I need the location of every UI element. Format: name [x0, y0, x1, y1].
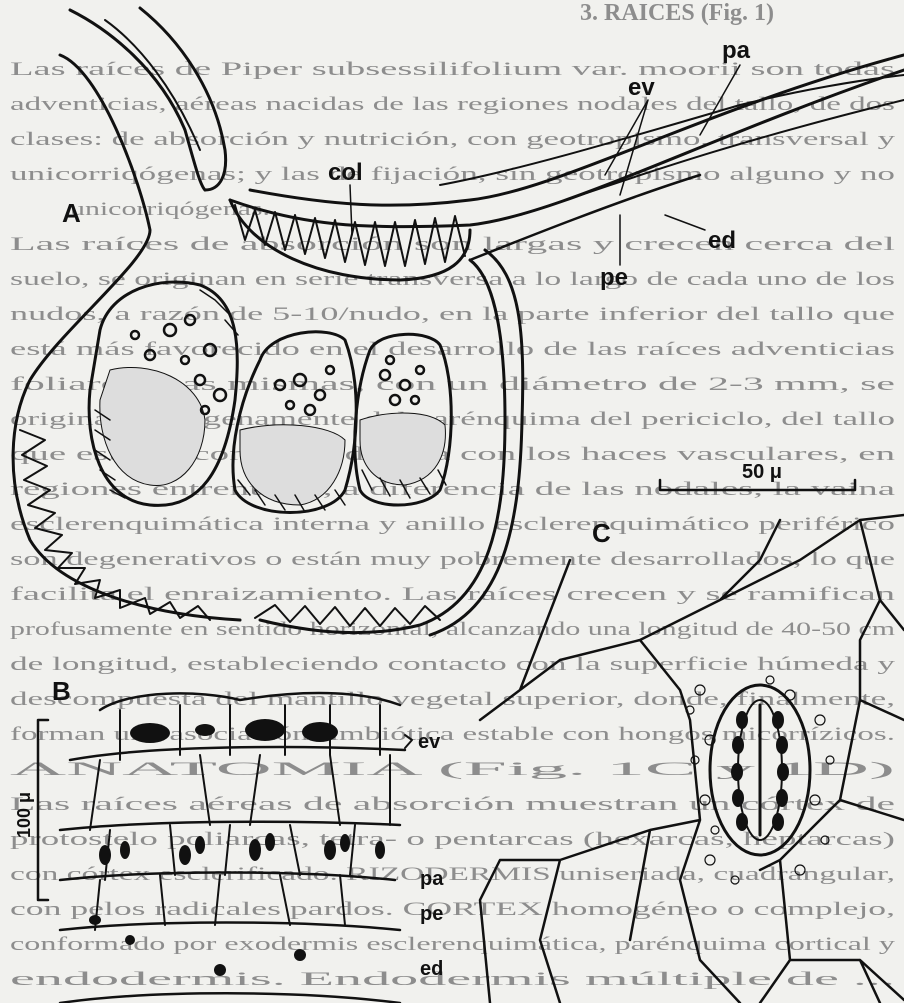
- bg-text-line: facilita el enraizamiento. Las raíces cr…: [10, 584, 896, 605]
- label-b-pa: pa: [420, 868, 444, 890]
- label-ev: ev: [628, 74, 655, 101]
- bg-text-line: nudos, a razón de 5-10/nudo, en la parte…: [10, 304, 895, 325]
- label-scale-b: 100 μ: [14, 792, 34, 838]
- bg-text-line: esclerenquimática interna y anillo escle…: [10, 514, 895, 535]
- bg-text-line: está más favorecido en el desarrollo de …: [10, 339, 895, 360]
- bg-heading: 3. RAICES (Fig. 1): [580, 0, 774, 26]
- label-ed: ed: [708, 227, 736, 254]
- bg-text-line: ANATOMIA (Fig. 1C y 1D): [10, 759, 895, 780]
- bg-text-line: clases: de absorción y nutrición, con ge…: [10, 129, 896, 150]
- label-panel-a: A: [62, 198, 81, 228]
- label-pe: pe: [600, 264, 628, 291]
- bg-text-line: conformado por exodermis esclerenquimáti…: [10, 934, 896, 955]
- label-panel-c: C: [592, 518, 611, 548]
- bg-text-line: Las raíces aéreas de absorción muestran …: [10, 794, 895, 815]
- label-b-ed: ed: [420, 958, 443, 980]
- bg-text-line: con pelos radicales pardos. CORTEX homog…: [10, 899, 895, 920]
- bg-text-line: profusamente en sentido horizontal, alca…: [10, 619, 895, 640]
- label-b-ev: ev: [418, 731, 441, 753]
- label-panel-b: B: [52, 676, 71, 706]
- bg-text-line: endodermis. Endodermis múltiple de ...: [10, 969, 895, 990]
- bg-text-line: adventicias, aéreas nacidas de las regio…: [10, 94, 895, 115]
- bg-text-line: son degenerativos o están muy pobremente…: [10, 549, 895, 570]
- label-scale-c: 50 μ: [742, 461, 782, 483]
- label-col: col: [328, 159, 363, 186]
- bg-text-line: Las raíces de Piper subsessilifolium var…: [10, 59, 895, 80]
- label-b-pe: pe: [420, 903, 443, 925]
- bg-text-line: Las raíces de absorción son largas y cre…: [10, 234, 895, 255]
- label-pa: pa: [722, 37, 751, 64]
- bg-text-line: de longitud, estableciendo contacto con …: [10, 654, 896, 675]
- background-text: 3. RAICES (Fig. 1) Las raíces de Piper s…: [10, 0, 896, 990]
